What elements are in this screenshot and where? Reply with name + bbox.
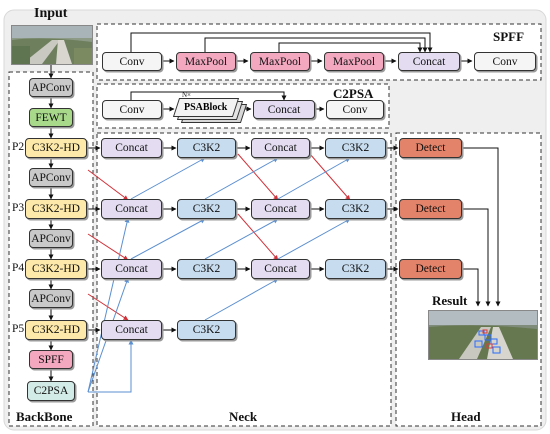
neck-r1-c3k2-1: C3K2 bbox=[177, 138, 236, 158]
c2psa-repeat: N× bbox=[182, 91, 192, 99]
backbone-apconv-3: APConv bbox=[29, 229, 73, 248]
head-detect-2: Detect bbox=[399, 199, 462, 219]
c2psa-conv-2: Conv bbox=[326, 100, 384, 119]
c2psa-concat: Concat bbox=[253, 100, 315, 119]
neck-r1-concat-1: Concat bbox=[101, 138, 162, 158]
spff-conv-1: Conv bbox=[102, 52, 162, 71]
neck-frame bbox=[96, 132, 392, 427]
level-p4: P4 bbox=[12, 262, 25, 274]
neck-r2-concat-2: Concat bbox=[251, 199, 310, 219]
neck-r2-c3k2-1: C3K2 bbox=[177, 199, 236, 219]
neck-r3-concat-1: Concat bbox=[101, 259, 162, 279]
backbone-fewt: FEWT bbox=[29, 108, 73, 127]
neck-r1-concat-2: Concat bbox=[251, 138, 310, 158]
psablock-label: PSABlock bbox=[184, 102, 228, 113]
neck-r4-concat-1: Concat bbox=[101, 320, 162, 340]
spff-maxpool-2: MaxPool bbox=[250, 52, 310, 71]
c2psa-title: C2PSA bbox=[333, 86, 374, 101]
psablock: PSABlock bbox=[172, 98, 240, 117]
neck-r3-c3k2-2: C3K2 bbox=[325, 259, 386, 279]
result-title: Result bbox=[432, 293, 468, 308]
spff-conv-2: Conv bbox=[474, 52, 536, 71]
backbone-c3k2hd-p3: C3K2-HD bbox=[25, 199, 87, 219]
neck-horizontal-arrows bbox=[88, 145, 399, 333]
backbone-c3k2hd-p5: C3K2-HD bbox=[25, 320, 87, 340]
head-frame bbox=[395, 132, 542, 427]
spff-maxpool-1: MaxPool bbox=[176, 52, 236, 71]
spff-maxpool-3: MaxPool bbox=[324, 52, 384, 71]
head-detect-1: Detect bbox=[399, 138, 462, 158]
head-detect-3: Detect bbox=[399, 259, 462, 279]
spff-concat: Concat bbox=[398, 52, 460, 71]
backbone-apconv-4: APConv bbox=[29, 289, 73, 308]
backbone-c3k2hd-p4: C3K2-HD bbox=[25, 259, 87, 279]
level-p2: P2 bbox=[12, 141, 25, 153]
backbone-c3k2hd-p2: C3K2-HD bbox=[25, 138, 87, 158]
backbone-spff: SPFF bbox=[29, 350, 73, 369]
spff-arrows bbox=[130, 32, 473, 64]
neck-r3-c3k2-1: C3K2 bbox=[177, 259, 236, 279]
level-p3: P3 bbox=[12, 202, 25, 214]
input-title: Input bbox=[34, 6, 68, 21]
backbone-title: BackBone bbox=[16, 409, 73, 424]
spff-title: SPFF bbox=[493, 29, 525, 44]
head-title: Head bbox=[451, 409, 481, 424]
result-image bbox=[428, 310, 538, 360]
neck-r2-c3k2-2: C3K2 bbox=[325, 199, 386, 219]
level-p5: P5 bbox=[12, 323, 25, 335]
head-arrows bbox=[462, 147, 501, 307]
neck-r2-concat-1: Concat bbox=[101, 199, 162, 219]
neck-title: Neck bbox=[229, 409, 258, 424]
neck-r3-concat-2: Concat bbox=[251, 259, 310, 279]
neck-r1-c3k2-2: C3K2 bbox=[325, 138, 386, 158]
input-image bbox=[11, 25, 93, 65]
backbone-apconv-1: APConv bbox=[29, 78, 73, 97]
backbone-apconv-2: APConv bbox=[29, 168, 73, 187]
backbone-c2psa: C2PSA bbox=[27, 381, 75, 401]
c2psa-conv-1: Conv bbox=[102, 100, 162, 119]
neck-r4-c3k2-1: C3K2 bbox=[177, 320, 236, 340]
